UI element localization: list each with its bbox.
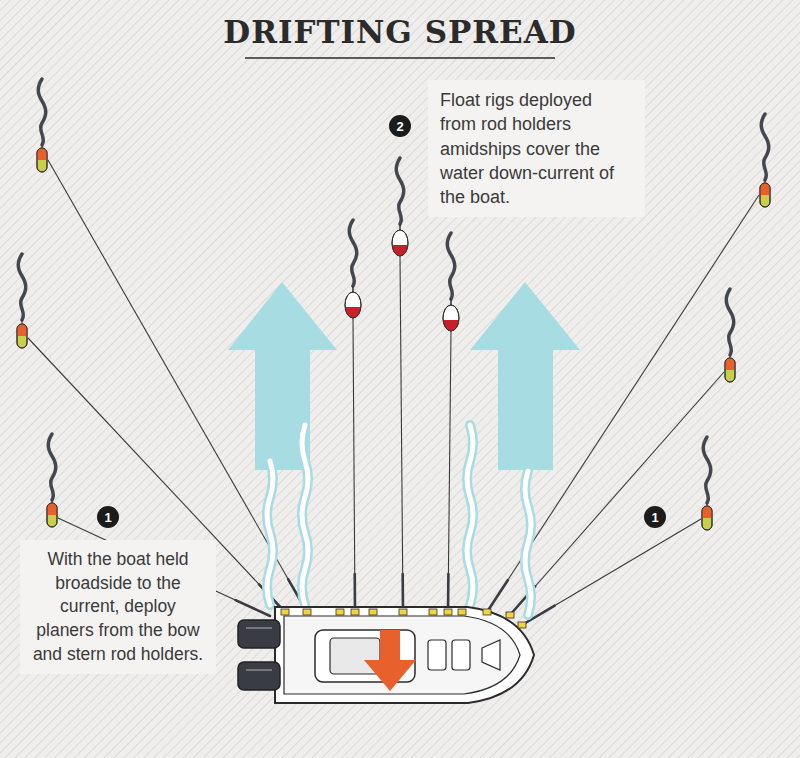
callout-number-text: 1 <box>651 510 658 525</box>
fishing-line <box>510 372 724 615</box>
callout-text: Float rigs deployed from rod holders ami… <box>440 88 633 209</box>
rod-holders <box>281 609 526 628</box>
planers <box>17 148 770 530</box>
rod-holder <box>444 609 452 615</box>
boat <box>238 607 534 703</box>
rod-holder <box>483 609 491 615</box>
baits <box>18 79 769 510</box>
title-rule <box>245 57 555 59</box>
rod-holder <box>429 609 437 615</box>
callout-number: 1 <box>97 506 119 528</box>
callout-number-text: 1 <box>104 510 111 525</box>
callout-number-text: 2 <box>396 119 403 134</box>
rod-holder <box>399 609 407 615</box>
rod-holder <box>303 609 311 615</box>
fishing-rod <box>487 580 508 612</box>
callout-box: Float rigs deployed from rod holders ami… <box>428 80 645 217</box>
rod-holder <box>369 609 377 615</box>
rod-holder <box>506 612 514 618</box>
current-arrow <box>228 282 580 470</box>
float-bobbers <box>345 224 459 331</box>
rod-holder <box>518 622 526 628</box>
fishing-line <box>522 519 701 625</box>
rod-holder <box>281 609 289 615</box>
rod-holder <box>336 609 344 615</box>
callout-number: 2 <box>389 115 411 137</box>
title: DRIFTING SPREAD <box>0 14 800 50</box>
callout-box: With the boat held broadside to the curr… <box>20 540 216 674</box>
fishing-line <box>448 331 451 612</box>
fishing-line <box>400 256 403 612</box>
rod-holder <box>458 609 466 615</box>
rod-holder <box>351 609 359 615</box>
wakes <box>267 425 531 615</box>
title-text: DRIFTING SPREAD <box>223 14 576 50</box>
callout-text: With the boat held broadside to the curr… <box>30 548 206 666</box>
fishing-line <box>353 318 355 612</box>
callout-number: 1 <box>644 506 666 528</box>
